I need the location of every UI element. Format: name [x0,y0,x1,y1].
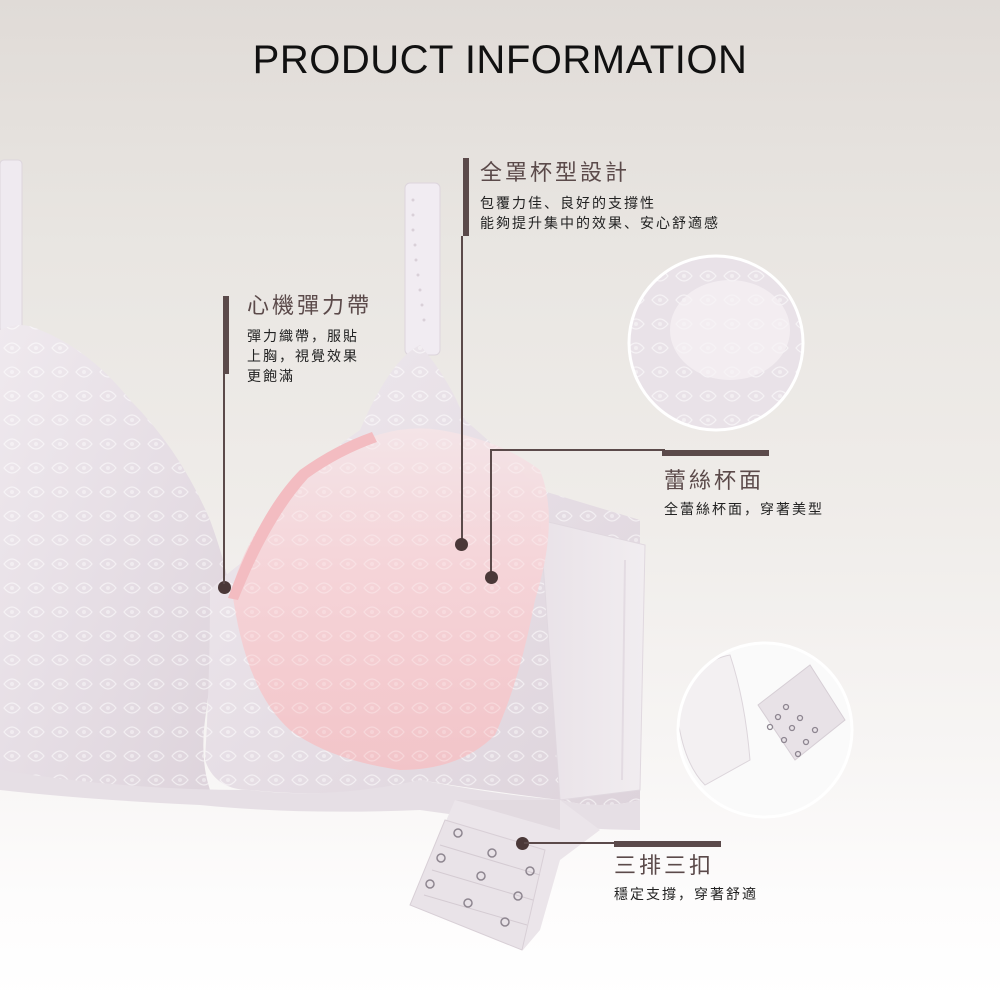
elastic-band-marker-dot [218,581,231,594]
lace-cup-connector-horizontal [490,449,665,451]
callout-hooks: 三排三扣 穩定支撐，穿著舒適 [614,853,758,905]
lace-cup-connector-vertical [490,449,492,577]
elastic-band-connector-line-lower [223,560,225,584]
callout-description: 能夠提升集中的效果、安心舒適感 [480,216,720,232]
callout-elastic-band: 心機彈力帶 彈力織帶，服貼 上胸，視覺效果 更飽滿 [247,293,372,387]
hooks-marker-dot [516,837,529,850]
elastic-band-accent-bar [223,296,229,374]
callout-title: 全罩杯型設計 [480,161,631,186]
page-title: PRODUCT INFORMATION [252,38,748,82]
callout-full-cup: 全罩杯型設計 包覆力佳、良好的支撐性 能夠提升集中的效果、安心舒適感 [480,160,720,234]
elastic-band-connector-line [223,374,225,566]
lace-detail-image [629,256,803,430]
hooks-accent-bar [614,841,721,847]
callout-title: 蕾絲杯面 [664,469,765,494]
callout-description: 全蕾絲杯面，穿著美型 [664,502,824,518]
callout-description: 包覆力佳、良好的支撐性 [480,196,656,212]
full-cup-marker-dot [455,538,468,551]
callout-title: 三排三扣 [614,854,715,879]
callout-description: 穩定支撐，穿著舒適 [614,887,758,903]
lace-cup-marker-dot [485,571,498,584]
full-cup-connector-line [461,236,463,542]
callout-lace-cup: 蕾絲杯面 全蕾絲杯面，穿著美型 [664,468,824,520]
lace-cup-accent-bar [662,450,769,456]
callout-description: 上胸，視覺效果 [247,349,359,365]
callout-title: 心機彈力帶 [247,294,373,319]
callout-description: 更飽滿 [247,369,295,385]
full-cup-accent-bar [463,158,469,236]
callout-description: 彈力織帶，服貼 [247,329,359,345]
hook-detail-image [678,643,852,817]
